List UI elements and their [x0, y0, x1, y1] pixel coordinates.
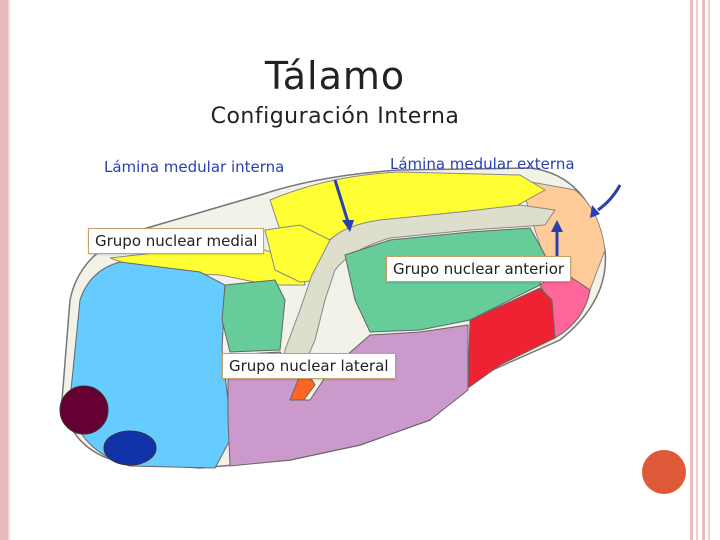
- label-grupo-anterior: Grupo nuclear anterior: [386, 256, 572, 282]
- region-darkblue: [103, 430, 157, 466]
- slide-subtitle: Configuración Interna: [210, 104, 460, 129]
- slide-title: Tálamo: [264, 54, 406, 98]
- region-maroon: [59, 385, 109, 435]
- label-lamina-interna: Lámina medular interna: [104, 158, 285, 176]
- region-green-1: [221, 279, 286, 353]
- arrows: [333, 179, 622, 258]
- label-grupo-lateral: Grupo nuclear lateral: [222, 353, 396, 379]
- decorative-dot: [642, 450, 686, 494]
- arrow-externa: [597, 184, 622, 212]
- label-lamina-externa: Lámina medular externa: [390, 155, 575, 173]
- arrow-interna: [333, 179, 350, 223]
- right-frame-border: [690, 0, 720, 540]
- left-frame-border: [0, 0, 10, 540]
- lamina-medular-interna: [279, 204, 556, 392]
- region-purple: [227, 324, 469, 467]
- label-grupo-medial: Grupo nuclear medial: [88, 228, 265, 254]
